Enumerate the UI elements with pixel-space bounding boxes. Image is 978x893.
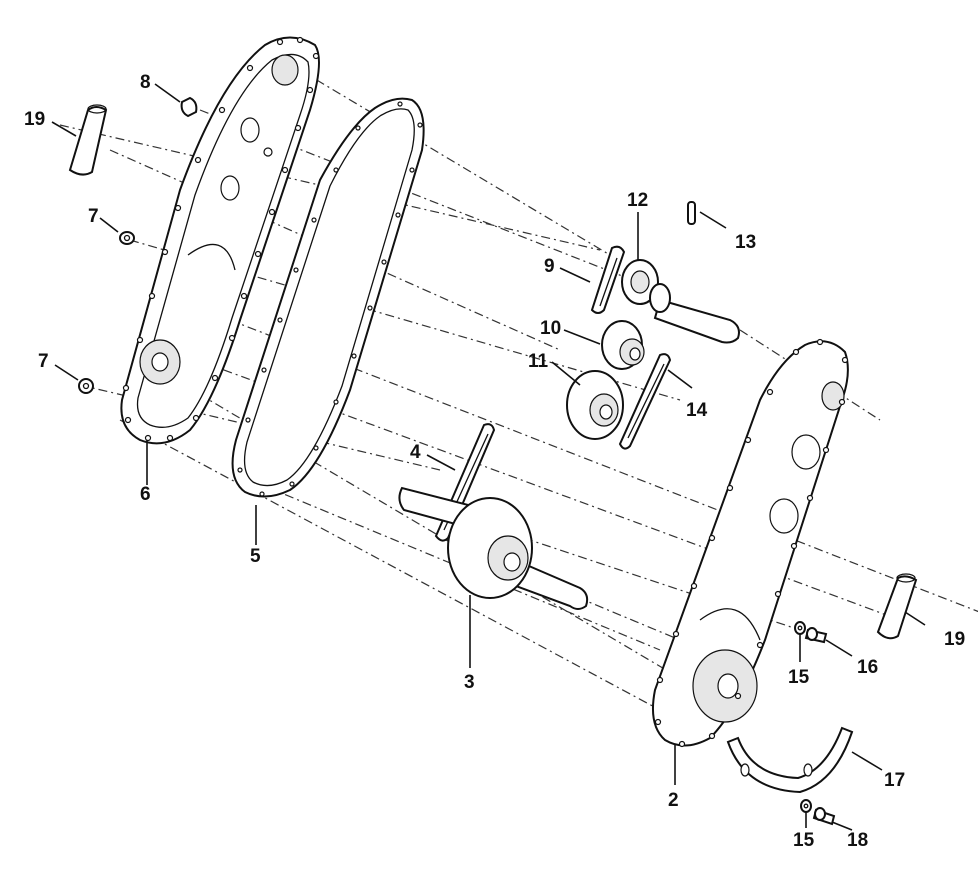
bumper-block-upper: [68, 104, 108, 176]
callout-3: 3: [464, 672, 475, 693]
chain-case-cover-inner: [120, 36, 320, 445]
washer-upper: [794, 621, 806, 635]
small-sprocket: [601, 320, 645, 370]
callout-labels: 8 19 7 7 6 5 4 3 9 10 11 12 13 14 19 15 …: [24, 72, 965, 851]
bumper-block-lower: [876, 573, 918, 640]
callout-15-lower: 15: [793, 830, 815, 851]
callout-19-lower: 19: [944, 629, 965, 650]
callout-11: 11: [528, 351, 549, 372]
callout-5: 5: [250, 546, 261, 567]
callout-18: 18: [847, 830, 868, 851]
pin: [687, 201, 696, 225]
chain-case-cover-outer: [652, 338, 849, 748]
chain-upper: [590, 245, 626, 314]
callout-15-upper: 15: [788, 667, 810, 688]
gasket: [231, 97, 425, 498]
callout-6: 6: [140, 484, 151, 505]
callout-4: 4: [410, 442, 421, 463]
callout-16: 16: [857, 657, 878, 678]
skid-plate: [726, 726, 854, 794]
screw-upper: [804, 627, 828, 644]
screw-lower: [812, 807, 836, 826]
plug-fitting: [180, 96, 198, 118]
lower-shaft-sprocket: [398, 486, 589, 610]
callout-19-upper: 19: [24, 109, 45, 130]
callout-2: 2: [668, 790, 679, 811]
callout-12: 12: [627, 190, 648, 211]
callout-7-lower: 7: [38, 351, 49, 372]
callout-13: 13: [735, 232, 756, 253]
chain-middle: [618, 353, 672, 450]
callout-9: 9: [544, 256, 555, 277]
callout-7-upper: 7: [88, 206, 99, 227]
nut-lower: [78, 378, 94, 394]
callout-14: 14: [686, 400, 708, 421]
medium-sprocket: [566, 370, 624, 440]
nut-upper: [119, 231, 135, 245]
upper-shaft-sprocket: [621, 259, 740, 344]
callout-10: 10: [540, 318, 561, 339]
leader-lines: [51, 83, 926, 831]
callout-8: 8: [140, 72, 151, 93]
washer-lower: [800, 799, 812, 813]
callout-17: 17: [884, 770, 905, 791]
